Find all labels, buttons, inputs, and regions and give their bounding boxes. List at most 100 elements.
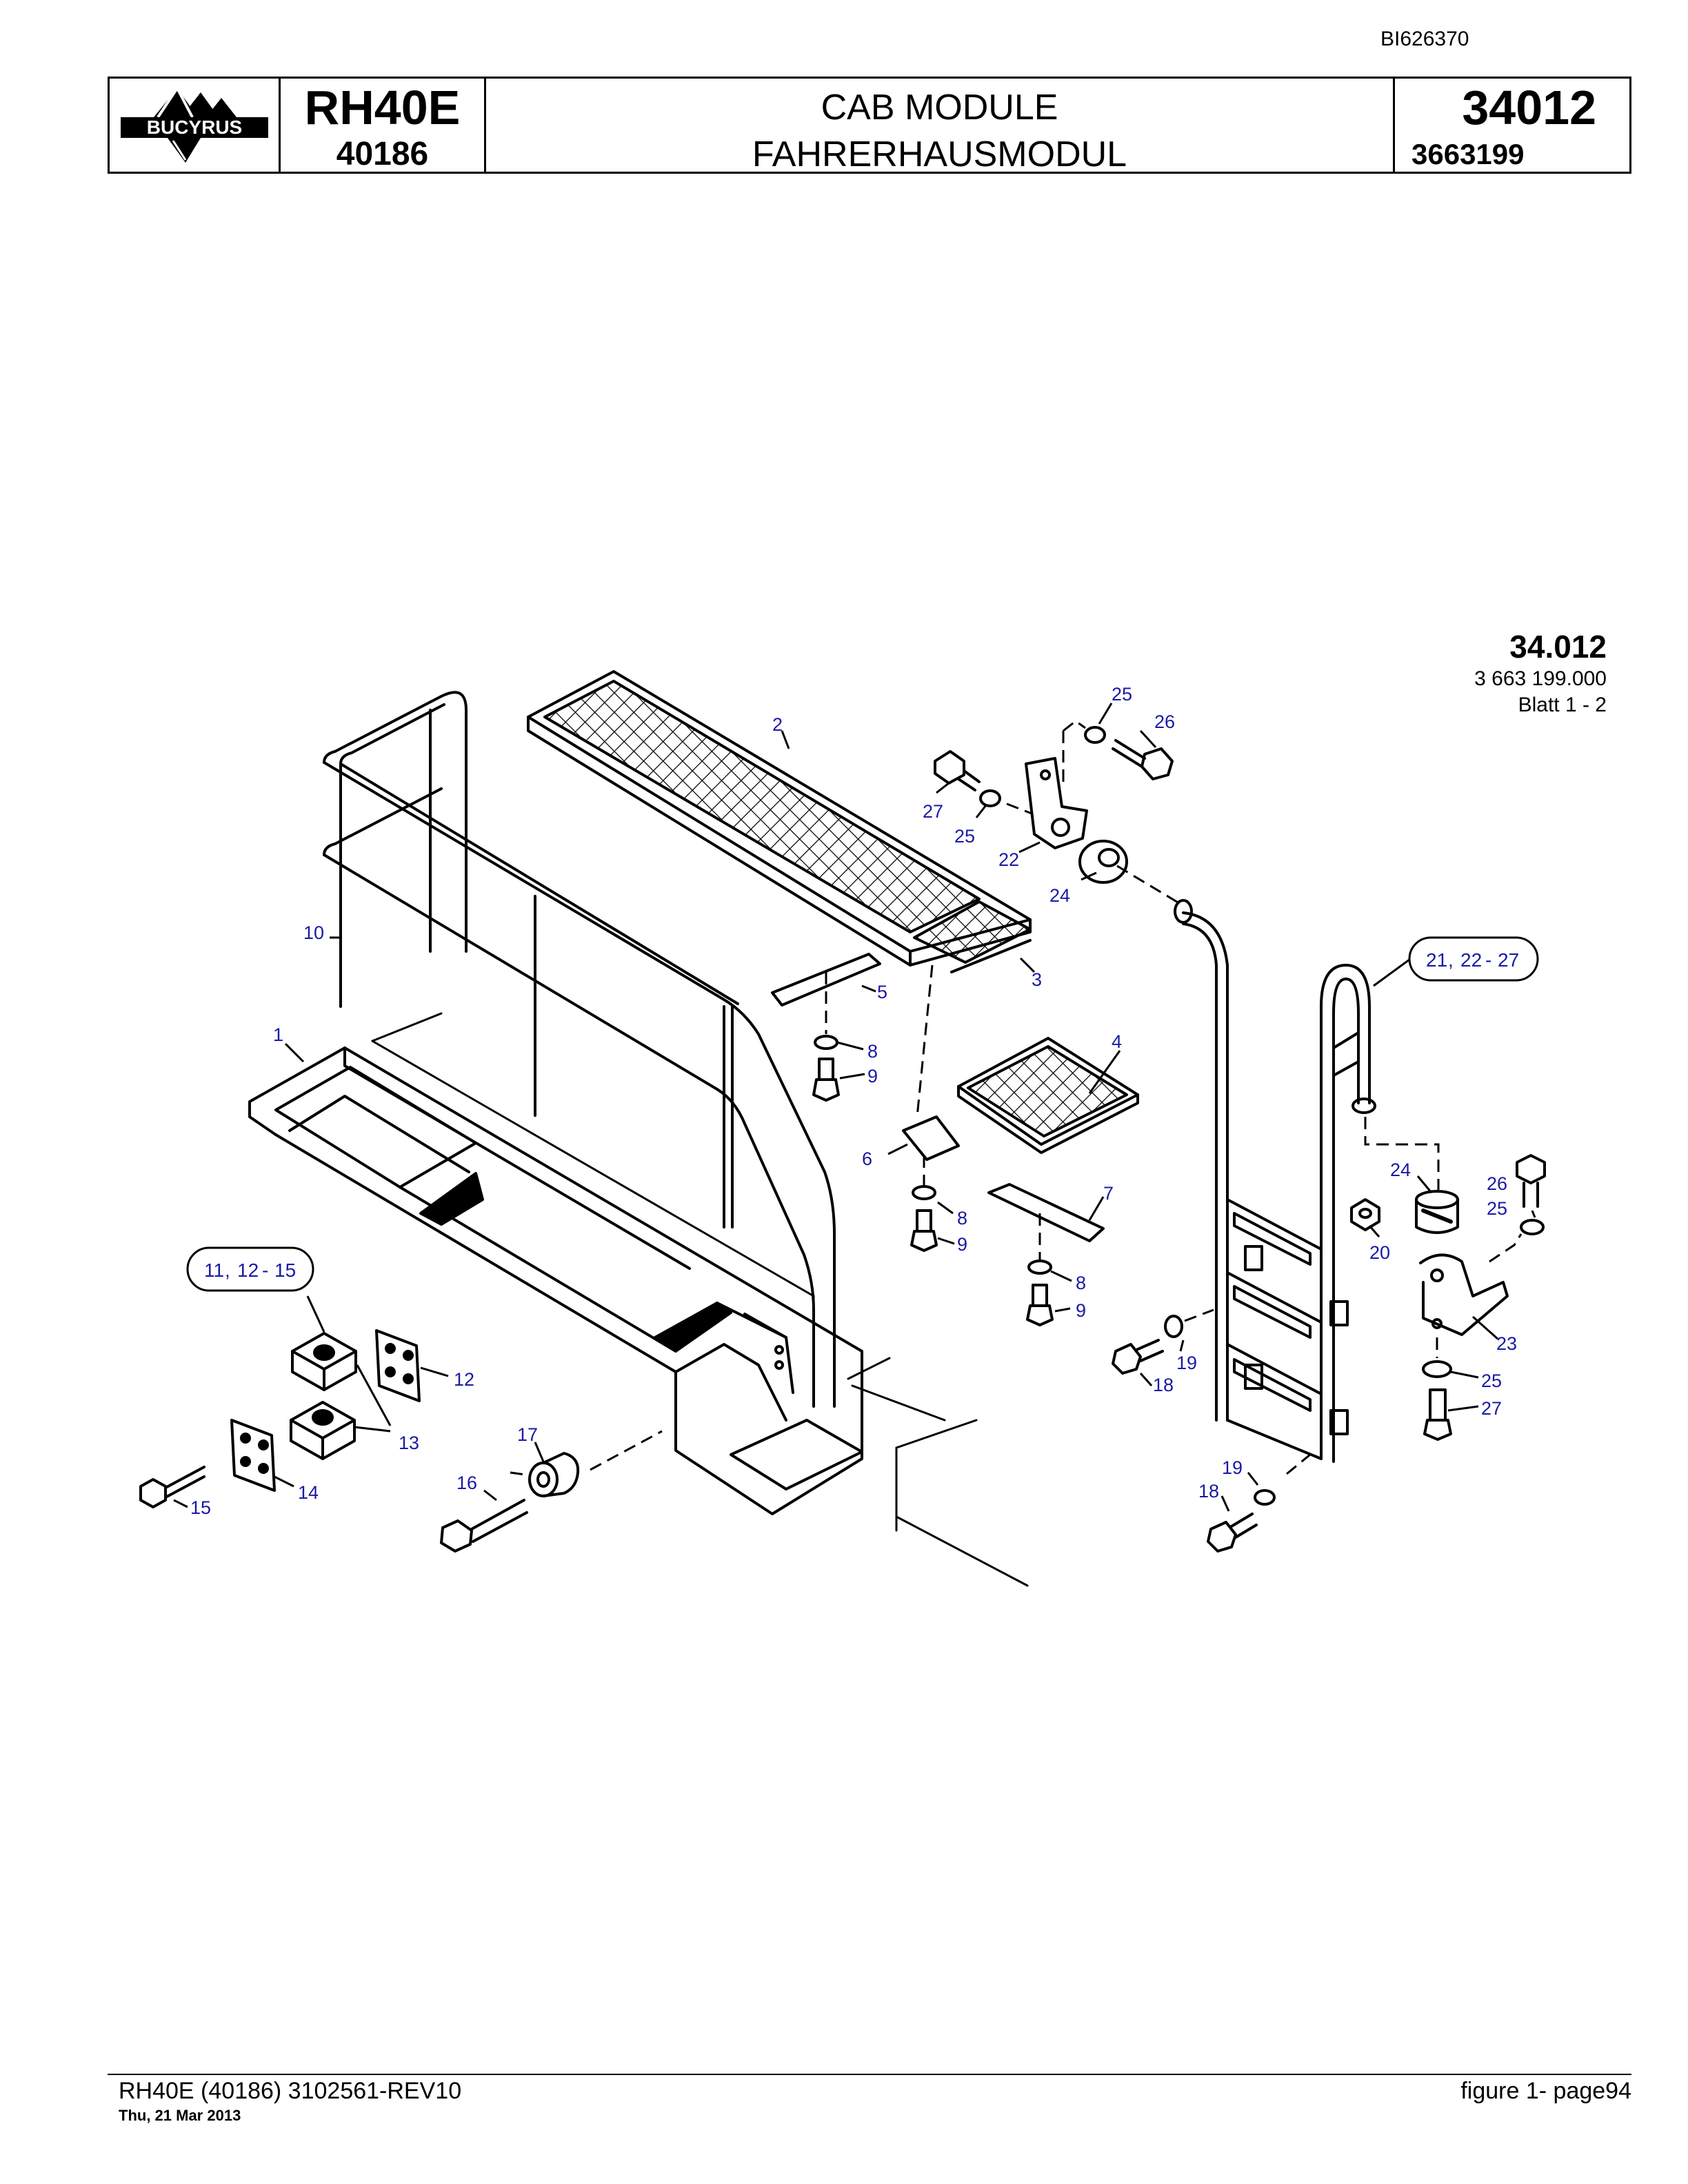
callout-1: 1 <box>273 1024 283 1045</box>
group-callout-11-dash: - <box>262 1260 268 1281</box>
group-callout-11-to: 15 <box>274 1260 296 1281</box>
logo-cell: BUCYRUS <box>110 79 281 172</box>
cab-outline <box>371 1012 1029 1587</box>
group-callout-21-sep: , <box>1448 949 1454 971</box>
washer-25-upper-b <box>1084 726 1106 744</box>
part-number: 3663199 <box>1411 138 1525 170</box>
bolt-26-lower <box>1516 1154 1546 1208</box>
bolt-18-lower <box>1207 1513 1258 1553</box>
bolt-26-upper <box>1112 739 1174 780</box>
ladder-side-rail-left <box>1182 911 1229 1422</box>
callout-25d: 25 <box>1481 1371 1502 1391</box>
sheet-label: Blatt 1 - 2 <box>1518 694 1607 716</box>
callout-25c: 25 <box>1487 1198 1507 1219</box>
model-name: RH40E <box>304 81 461 134</box>
spacer-17 <box>528 1452 580 1497</box>
bolt-18-upper <box>1112 1339 1164 1375</box>
callout-8b: 8 <box>957 1208 967 1228</box>
base-frame <box>248 1046 863 1515</box>
washer-25-lower-b <box>1422 1360 1452 1378</box>
walkway-grating <box>527 670 1032 967</box>
title-cell: CAB MODULE FAHRERHAUSMODUL <box>486 79 1395 174</box>
group-callout-11-from: 12 <box>237 1260 259 1281</box>
bucyrus-logo: BUCYRUS <box>121 87 268 163</box>
ladder-bracket-lower <box>1419 1253 1509 1336</box>
bolt-27-lower <box>1423 1388 1452 1441</box>
washer-19-upper <box>1164 1315 1183 1338</box>
group-callout-11-main: 11 <box>204 1260 224 1281</box>
callout-24a: 24 <box>1049 885 1070 906</box>
group-callout-21-to: 27 <box>1498 949 1519 971</box>
footer-document-ref: RH40E (40186) 3102561-REV10 <box>119 2078 462 2104</box>
title-german: FAHRERHAUSMODUL <box>752 134 1127 174</box>
callout-26b: 26 <box>1487 1173 1507 1194</box>
callout-25b: 25 <box>954 826 975 847</box>
callout-16: 16 <box>456 1473 477 1493</box>
clamp-block-upper <box>291 1332 357 1391</box>
callout-18a: 18 <box>1153 1375 1174 1395</box>
rubber-buffer-lower <box>1415 1190 1459 1234</box>
step-grating <box>957 1037 1139 1154</box>
group-callout-21-from: 22 <box>1460 949 1482 971</box>
bolt-15 <box>139 1466 205 1508</box>
callout-3: 3 <box>1032 969 1042 990</box>
title-block: BUCYRUS RH40E 40186 CAB MODULE FAHRERHAU… <box>108 77 1631 174</box>
callout-14: 14 <box>298 1482 319 1503</box>
rubber-buffer-upper <box>1078 840 1128 884</box>
nut-20 <box>1350 1198 1380 1231</box>
callout-13: 13 <box>399 1433 419 1453</box>
clamp-plate-12 <box>375 1329 421 1402</box>
callout-12: 12 <box>454 1369 474 1390</box>
railing <box>323 691 836 1408</box>
boarding-ladder <box>1226 964 1376 1463</box>
footer-date: Thu, 21 Mar 2013 <box>119 2107 241 2124</box>
clamp-plate-14 <box>230 1419 276 1492</box>
mounting-plate-6 <box>902 1115 960 1161</box>
callout-26a: 26 <box>1154 711 1175 732</box>
callout-5: 5 <box>877 982 887 1002</box>
callout-23: 23 <box>1496 1333 1517 1354</box>
callout-19b: 19 <box>1222 1457 1243 1478</box>
walkway-end <box>913 900 1032 973</box>
callout-20: 20 <box>1369 1242 1390 1263</box>
callout-24b: 24 <box>1390 1160 1411 1180</box>
callout-27b: 27 <box>1481 1398 1502 1419</box>
sheet-reference: 34.012 3 663 199.000 Blatt 1 - 2 <box>1474 627 1607 718</box>
footer-rule <box>108 2074 1631 2075</box>
callout-19a: 19 <box>1176 1353 1197 1373</box>
group-callout-21-dash: - <box>1485 949 1491 971</box>
ladder-bracket-upper <box>1025 757 1088 849</box>
group-callout-21: 21 , 22 - 27 <box>1408 936 1539 982</box>
sheet-part-number: 3 663 199.000 <box>1474 667 1607 690</box>
mounting-plate-7 <box>987 1183 1105 1242</box>
mounting-plate-5 <box>771 953 881 1007</box>
washer-25-lower-a <box>1520 1219 1545 1235</box>
group-callout-11: 11 , 12 - 15 <box>186 1246 314 1292</box>
callout-22: 22 <box>998 849 1019 870</box>
document-id: BI626370 <box>1380 28 1469 50</box>
bolt-16 <box>440 1499 528 1553</box>
model-cell: RH40E 40186 <box>281 79 486 172</box>
logo-text: BUCYRUS <box>147 117 242 138</box>
title-english: CAB MODULE <box>821 88 1058 128</box>
callout-9c: 9 <box>1076 1300 1086 1321</box>
group-callout-21-main: 21 <box>1426 949 1447 971</box>
rail-grommet <box>1174 899 1193 924</box>
serial-number: 40186 <box>336 136 429 172</box>
washer-19-lower <box>1254 1489 1276 1506</box>
fastener-set-a <box>812 1035 840 1102</box>
callout-15: 15 <box>190 1497 211 1518</box>
number-cell: 34012 3663199 <box>1395 79 1629 172</box>
callout-8c: 8 <box>1076 1273 1086 1293</box>
callout-10: 10 <box>303 922 324 943</box>
footer-page-ref: figure 1- page94 <box>1460 2078 1631 2104</box>
callout-27a: 27 <box>923 801 943 822</box>
callout-6: 6 <box>862 1149 872 1169</box>
callout-7: 7 <box>1103 1183 1114 1204</box>
callout-2: 2 <box>772 714 783 735</box>
group-callout-11-sep: , <box>225 1260 230 1281</box>
callout-17: 17 <box>517 1424 538 1445</box>
sheet-group-number: 34.012 <box>1509 629 1607 665</box>
callout-18b: 18 <box>1198 1481 1219 1502</box>
